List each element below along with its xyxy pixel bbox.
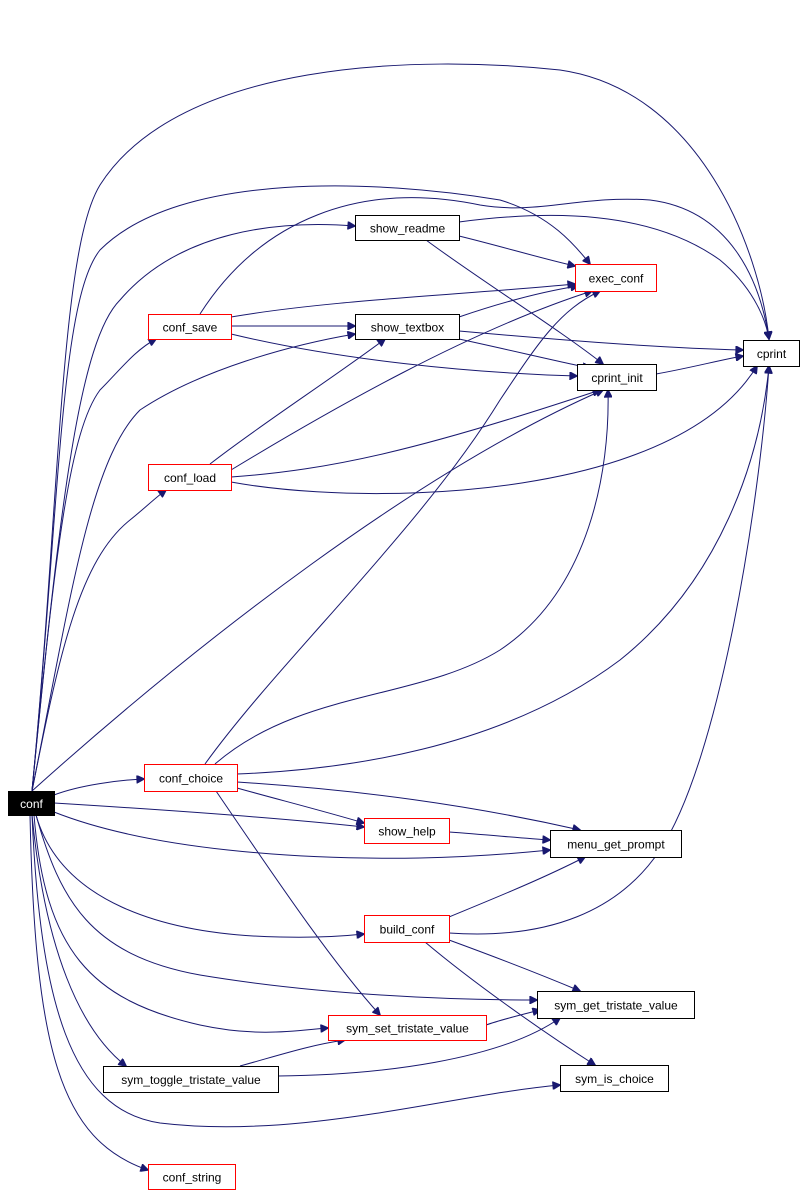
edge-conf-to-conf-load bbox=[31, 490, 166, 792]
edge-show-textbox-to-cprint bbox=[458, 330, 743, 350]
edge-show-help-to-menu-get-prompt bbox=[448, 831, 550, 840]
edge-conf-save-to-cprint bbox=[199, 197, 769, 339]
node-box bbox=[103, 1066, 279, 1093]
node-label: cprint_init bbox=[591, 371, 643, 385]
edge-conf-to-conf-save bbox=[31, 339, 156, 792]
edge-show-textbox-to-exec-conf bbox=[458, 286, 578, 318]
node-box bbox=[560, 1065, 669, 1092]
node-box bbox=[148, 1164, 236, 1190]
node-conf-choice[interactable]: conf_choice bbox=[144, 764, 238, 792]
node-label: conf_save bbox=[163, 321, 218, 335]
node-label: conf_string bbox=[163, 1171, 222, 1185]
edge-build-conf-to-sym-is-choice bbox=[424, 941, 595, 1065]
node-conf-load[interactable]: conf_load bbox=[148, 464, 232, 491]
edge-conf-choice-to-menu-get-prompt bbox=[236, 781, 580, 830]
node-show-help[interactable]: show_help bbox=[364, 818, 450, 844]
node-label: sym_set_tristate_value bbox=[346, 1022, 469, 1036]
edge-conf-save-to-cprint-init bbox=[230, 333, 577, 376]
edge-conf-to-menu-get-prompt bbox=[53, 811, 550, 859]
node-sym-set-tristate-value[interactable]: sym_set_tristate_value bbox=[328, 1015, 487, 1041]
node-label: build_conf bbox=[380, 923, 435, 937]
edge-conf-choice-to-cprint-init bbox=[214, 390, 608, 765]
node-box bbox=[355, 215, 460, 241]
edge-show-readme-to-cprint-init bbox=[425, 239, 603, 364]
edge-conf-to-exec-conf bbox=[31, 185, 590, 792]
node-conf-save[interactable]: conf_save bbox=[148, 314, 232, 340]
node-sym-is-choice: sym_is_choice bbox=[560, 1065, 669, 1092]
edge-conf-to-show-textbox bbox=[31, 334, 355, 792]
edge-conf-save-to-exec-conf bbox=[230, 284, 575, 318]
node-label: conf_choice bbox=[159, 772, 223, 786]
node-box bbox=[743, 340, 800, 367]
edge-build-conf-to-sym-get-tristate-value bbox=[448, 939, 580, 991]
node-box bbox=[575, 264, 657, 292]
node-sym-get-tristate-value: sym_get_tristate_value bbox=[537, 991, 695, 1019]
edge-conf-choice-to-cprint bbox=[236, 366, 769, 775]
node-conf-string[interactable]: conf_string bbox=[148, 1164, 236, 1190]
node-cprint: cprint bbox=[743, 340, 800, 367]
edge-conf-to-cprint-init bbox=[31, 390, 603, 792]
node-box bbox=[148, 464, 232, 491]
node-box bbox=[144, 764, 238, 792]
node-cprint-init: cprint_init bbox=[577, 364, 657, 391]
node-exec-conf[interactable]: exec_conf bbox=[575, 264, 657, 292]
edge-conf-to-conf-string bbox=[29, 814, 148, 1170]
node-show-textbox: show_textbox bbox=[355, 314, 460, 340]
edge-conf-load-to-exec-conf bbox=[230, 291, 592, 471]
edge-conf-to-show-readme bbox=[31, 225, 355, 792]
edge-sym-set-tristate-value-to-sym-get-tristate-value bbox=[485, 1010, 540, 1026]
node-label: show_help bbox=[378, 825, 436, 839]
node-label: sym_is_choice bbox=[575, 1072, 654, 1086]
edges bbox=[29, 63, 769, 1170]
node-box bbox=[8, 791, 55, 816]
edge-build-conf-to-cprint bbox=[448, 366, 769, 935]
node-label: conf bbox=[20, 797, 43, 811]
nodes: conf conf_save conf_load conf_choice show_re… bbox=[8, 215, 800, 1190]
node-sym-toggle-tristate-value: sym_toggle_tristate_value bbox=[103, 1066, 279, 1093]
edge-build-conf-to-menu-get-prompt bbox=[448, 857, 585, 918]
edge-show-readme-to-cprint bbox=[458, 214, 769, 339]
node-box bbox=[148, 314, 232, 340]
edge-conf-to-sym-get-tristate-value bbox=[35, 814, 537, 1000]
edge-show-readme-to-exec-conf bbox=[458, 235, 575, 266]
edge-cprint-init-to-cprint bbox=[655, 356, 743, 375]
node-label: sym_toggle_tristate_value bbox=[121, 1073, 261, 1087]
node-box bbox=[364, 818, 450, 844]
edge-conf-load-to-cprint-init bbox=[230, 390, 600, 478]
node-box bbox=[577, 364, 657, 391]
node-menu-get-prompt: menu_get_prompt bbox=[550, 830, 682, 858]
edge-conf-choice-to-sym-set-tristate-value bbox=[215, 790, 380, 1015]
node-box bbox=[328, 1015, 487, 1041]
edge-conf-choice-to-exec-conf bbox=[204, 291, 600, 765]
edge-sym-toggle-tristate-value-to-sym-set-tristate-value bbox=[239, 1040, 345, 1067]
node-label: conf_load bbox=[164, 471, 216, 485]
node-label: show_textbox bbox=[371, 321, 444, 335]
node-label: show_readme bbox=[370, 222, 446, 236]
edge-conf-choice-to-show-help bbox=[236, 787, 364, 823]
node-label: menu_get_prompt bbox=[567, 838, 665, 852]
node-label: cprint bbox=[757, 347, 787, 361]
edge-conf-to-sym-is-choice bbox=[31, 814, 560, 1128]
node-build-conf[interactable]: build_conf bbox=[364, 915, 450, 943]
edge-conf-to-sym-set-tristate-value bbox=[33, 814, 328, 1033]
node-label: sym_get_tristate_value bbox=[554, 999, 678, 1013]
node-box bbox=[364, 915, 450, 943]
node-show-readme: show_readme bbox=[355, 215, 460, 241]
edge-conf-to-build-conf bbox=[35, 814, 364, 937]
edge-conf-load-to-cprint bbox=[230, 366, 757, 495]
edge-sym-toggle-tristate-value-to-sym-get-tristate-value bbox=[277, 1018, 560, 1077]
node-label: exec_conf bbox=[589, 272, 644, 286]
edge-conf-to-conf-choice bbox=[53, 779, 144, 796]
node-box bbox=[550, 830, 682, 858]
node-conf: conf bbox=[8, 791, 55, 816]
edge-conf-to-sym-toggle-tristate-value bbox=[31, 814, 126, 1066]
edge-conf-to-cprint bbox=[31, 63, 769, 792]
node-box bbox=[537, 991, 695, 1019]
node-box bbox=[355, 314, 460, 340]
edge-conf-to-show-help bbox=[53, 802, 364, 827]
edge-conf-load-to-show-textbox bbox=[209, 339, 385, 465]
